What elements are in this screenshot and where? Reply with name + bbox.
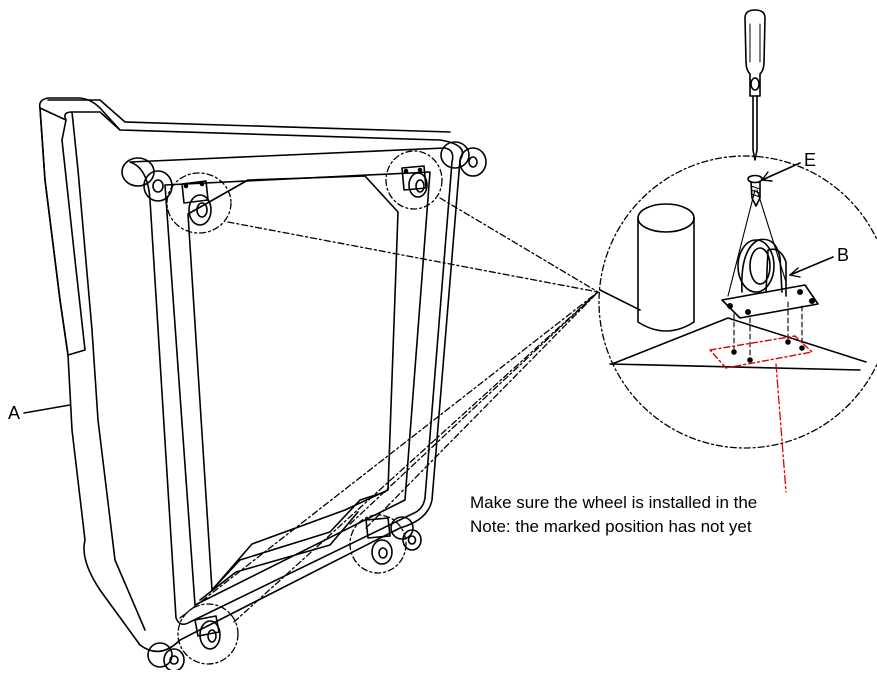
leader-line-1 bbox=[227, 221, 599, 293]
leader-line-3 bbox=[349, 291, 599, 525]
corner-knob-top-right bbox=[440, 141, 487, 177]
label-b-leader bbox=[789, 256, 834, 276]
caster-top-right bbox=[401, 165, 428, 198]
leader-line-4 bbox=[365, 291, 599, 529]
label-b-arrow bbox=[789, 267, 801, 278]
label-e-arrow bbox=[761, 171, 773, 182]
callout-circle-top-left bbox=[166, 172, 232, 234]
leader-line-2 bbox=[439, 197, 599, 293]
caster-bottom-left bbox=[194, 615, 221, 650]
cabinet-body bbox=[38, 97, 464, 653]
cabinet-top-rim-inner bbox=[47, 99, 451, 133]
marked-position-outline bbox=[709, 335, 813, 369]
caster-bottom-right bbox=[365, 517, 393, 565]
corner-knob-bottom-right bbox=[390, 516, 422, 551]
detail-knob-cylinder bbox=[637, 203, 695, 332]
base-frame-outer bbox=[129, 147, 454, 626]
instruction-line-1: Make sure the wheel is installed in the bbox=[470, 493, 758, 512]
callout-circle-bottom-right bbox=[349, 514, 407, 574]
base-frame-inner bbox=[164, 171, 431, 606]
leader-line-5 bbox=[179, 291, 599, 619]
instruction-line-2: Note: the marked position has not yet bbox=[470, 517, 752, 536]
leader-line-6 bbox=[233, 291, 599, 623]
label-a: A bbox=[8, 403, 21, 423]
label-e: E bbox=[804, 150, 817, 170]
label-e-leader bbox=[761, 162, 801, 181]
detail-base-corner bbox=[611, 317, 867, 365]
marked-position-leader bbox=[775, 363, 787, 493]
detail-view bbox=[599, 189, 867, 371]
cabinet-left-edge-inner bbox=[71, 111, 146, 631]
cabinet-side-panel bbox=[39, 107, 86, 356]
detail-base-seam bbox=[599, 289, 641, 311]
caster-wheel-icon bbox=[721, 238, 819, 319]
label-b: B bbox=[837, 245, 850, 265]
screwdriver-icon bbox=[744, 9, 766, 161]
callout-circle-bottom-left bbox=[177, 603, 239, 665]
caster-top-left bbox=[181, 180, 212, 226]
detail-callout-circle bbox=[598, 155, 877, 449]
base-runner-bottom-2 bbox=[199, 511, 359, 601]
base-runner-bottom bbox=[211, 491, 386, 591]
callout-circle-top-right bbox=[385, 150, 443, 210]
corner-knob-bottom-left bbox=[147, 642, 185, 672]
label-a-leader bbox=[23, 404, 71, 414]
